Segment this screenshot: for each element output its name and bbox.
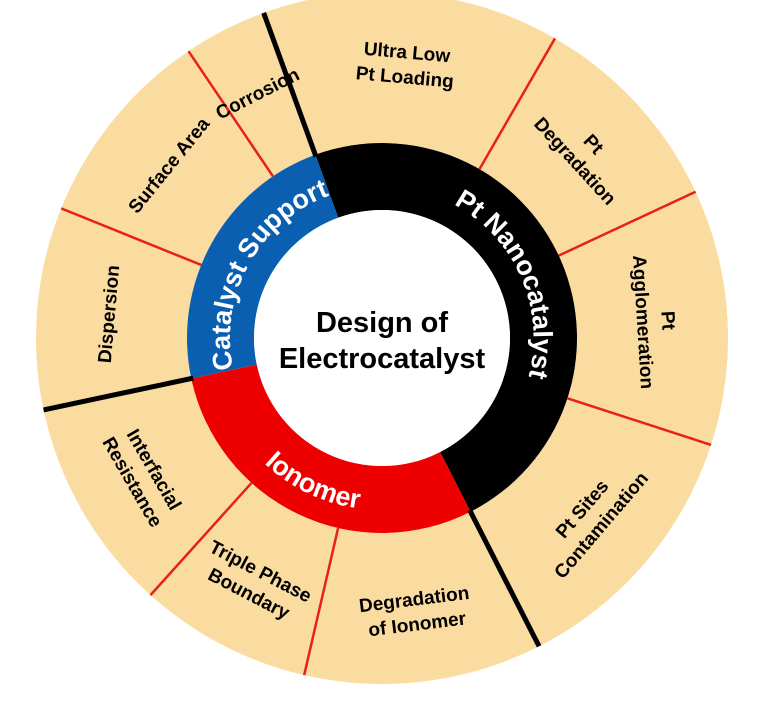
red-divider <box>567 397 712 447</box>
center-title: Design of Electrocatalyst <box>279 307 486 375</box>
outer-sector <box>558 191 728 445</box>
black-divider <box>467 508 542 648</box>
red-divider <box>478 37 557 170</box>
red-divider <box>302 527 340 676</box>
outer-sector <box>36 208 202 410</box>
red-divider <box>60 207 202 267</box>
red-divider <box>149 482 253 596</box>
black-divider <box>261 12 319 158</box>
black-divider <box>43 375 194 413</box>
center-title-line2: Electrocatalyst <box>279 343 486 375</box>
outer-sector <box>61 51 273 265</box>
outer-sector <box>479 38 696 256</box>
outer-sector <box>470 398 712 647</box>
outer-sector <box>263 0 555 170</box>
ring-sector <box>315 142 578 512</box>
outer-ring <box>36 0 728 684</box>
dividers <box>43 12 712 676</box>
ring-sector <box>191 364 471 533</box>
outer-sector <box>43 378 252 596</box>
outer-sector <box>304 511 540 684</box>
center-circle <box>254 210 510 466</box>
red-divider <box>187 50 274 178</box>
center-title-line1: Design of <box>316 307 448 339</box>
outer-sector <box>150 482 339 676</box>
ring-sector <box>187 154 339 379</box>
factor-label-line: Pt <box>656 310 678 331</box>
inner-ring <box>187 142 578 533</box>
red-divider <box>558 190 697 257</box>
outer-sector <box>188 12 316 177</box>
